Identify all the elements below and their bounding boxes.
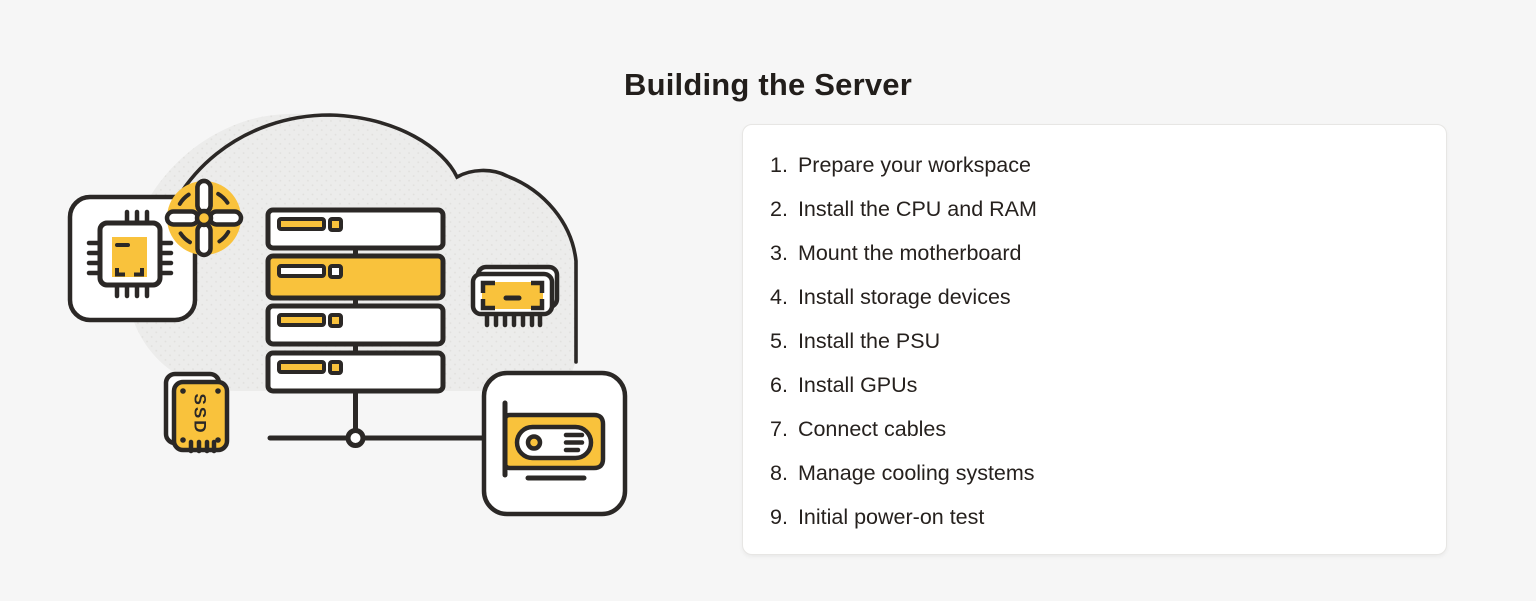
- step-label: Mount the motherboard: [797, 241, 1022, 265]
- step-item: 1. Prepare your workspace: [770, 143, 1426, 187]
- ssd-icon: SSD: [163, 371, 230, 454]
- step-number: 4.: [770, 285, 788, 309]
- connector-node: [345, 428, 366, 448]
- step-number: 1.: [770, 153, 788, 177]
- page-title: Building the Server: [623, 66, 913, 102]
- step-label: Manage cooling systems: [797, 461, 1035, 485]
- step-item: 7. Connect cables: [770, 407, 1426, 451]
- cpu-icon: [67, 194, 198, 323]
- ram-icon: [470, 264, 560, 328]
- step-item: 4. Install storage devices: [770, 275, 1426, 319]
- cloud-icon: [126, 113, 578, 392]
- step-label: Install GPUs: [797, 373, 918, 397]
- fan-icon: [164, 178, 244, 258]
- gpu-fan: [525, 434, 543, 451]
- step-label: Install storage devices: [797, 285, 1011, 309]
- step-number: 8.: [770, 461, 788, 485]
- ssd-label: SSD: [191, 394, 210, 435]
- step-number: 5.: [770, 329, 788, 353]
- step-number: 9.: [770, 505, 788, 529]
- step-item: 2. Install the CPU and RAM: [770, 187, 1426, 231]
- step-item: 3. Mount the motherboard: [770, 231, 1426, 275]
- step-label: Install the CPU and RAM: [797, 197, 1037, 221]
- step-label: Connect cables: [797, 417, 947, 441]
- steps-card: 1. Prepare your workspace 2. Install the…: [742, 124, 1447, 555]
- server-illustration: SSD: [67, 113, 628, 517]
- connector-lines: [267, 388, 487, 448]
- step-number: 6.: [770, 373, 788, 397]
- step-number: 3.: [770, 241, 788, 265]
- step-label: Prepare your workspace: [797, 153, 1031, 177]
- step-item: 6. Install GPUs: [770, 363, 1426, 407]
- step-number: 7.: [770, 417, 788, 441]
- step-label: Initial power-on test: [797, 505, 985, 529]
- step-item: 9. Initial power-on test: [770, 495, 1426, 539]
- step-label: Install the PSU: [797, 329, 941, 353]
- gpu-icon: [481, 370, 628, 517]
- server-rack-icon: [265, 207, 446, 394]
- step-item: 8. Manage cooling systems: [770, 451, 1426, 495]
- step-number: 2.: [770, 197, 788, 221]
- step-item: 5. Install the PSU: [770, 319, 1426, 363]
